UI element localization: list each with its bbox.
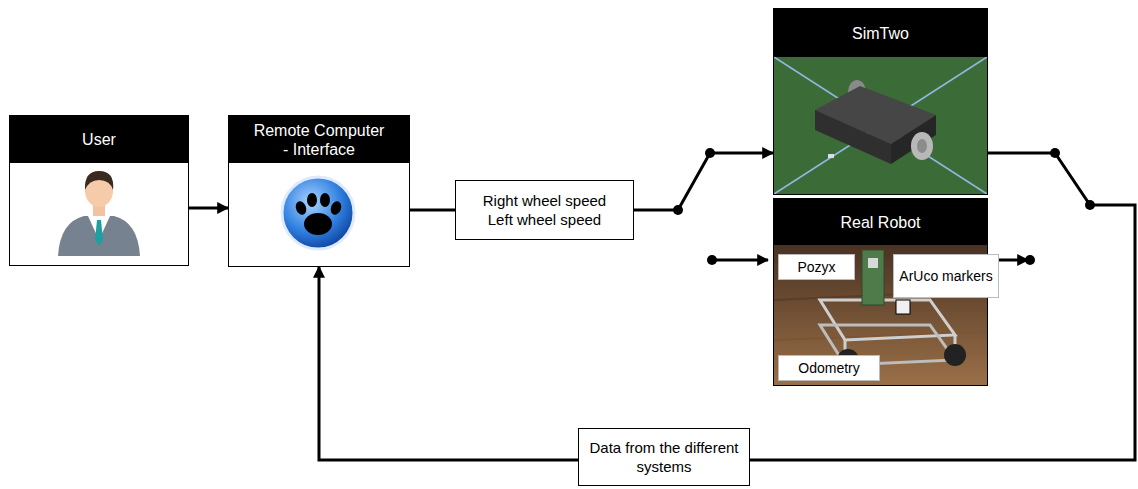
box-text: Pozyx (797, 259, 835, 276)
callout-label: ArUco markers (893, 254, 999, 298)
robot-panel: Real RobotPozyxArUco markersOdometry (773, 198, 988, 386)
header-title: User (82, 130, 116, 149)
header-title: SimTwo (852, 24, 909, 43)
interface-panel: Remote Computer - Interface (228, 115, 410, 267)
simulator-panel: SimTwo (773, 8, 988, 195)
paw-icon (229, 163, 409, 266)
switch-dots (673, 148, 1095, 265)
header-bar: SimTwo (774, 9, 987, 57)
callout-label: Pozyx (778, 254, 855, 280)
header-bar: Real Robot (774, 199, 987, 245)
box-text: ArUco markers (899, 268, 992, 285)
user-panel: User (9, 115, 189, 266)
box-text: Right wheel speed (483, 191, 606, 210)
simulation-scene (774, 57, 987, 194)
box-text: Odometry (798, 360, 859, 377)
signal-box: Right wheel speedLeft wheel speed (455, 180, 634, 240)
flow-connector (410, 209, 455, 212)
box-text: Left wheel speed (488, 210, 601, 229)
flow-connector (319, 267, 578, 460)
header-title: Real Robot (840, 213, 920, 232)
header-bar: User (10, 116, 188, 163)
box-text: Data from the different systems (589, 438, 739, 476)
header-bar: Remote Computer - Interface (229, 116, 409, 163)
flow-connector (750, 153, 1135, 460)
flow-connector (189, 207, 228, 210)
flow-connector (634, 153, 773, 210)
callout-label: Odometry (778, 355, 880, 381)
data-box: Data from the different systems (578, 428, 750, 486)
header-title: Remote Computer - Interface (253, 121, 385, 159)
person-icon (10, 163, 188, 265)
